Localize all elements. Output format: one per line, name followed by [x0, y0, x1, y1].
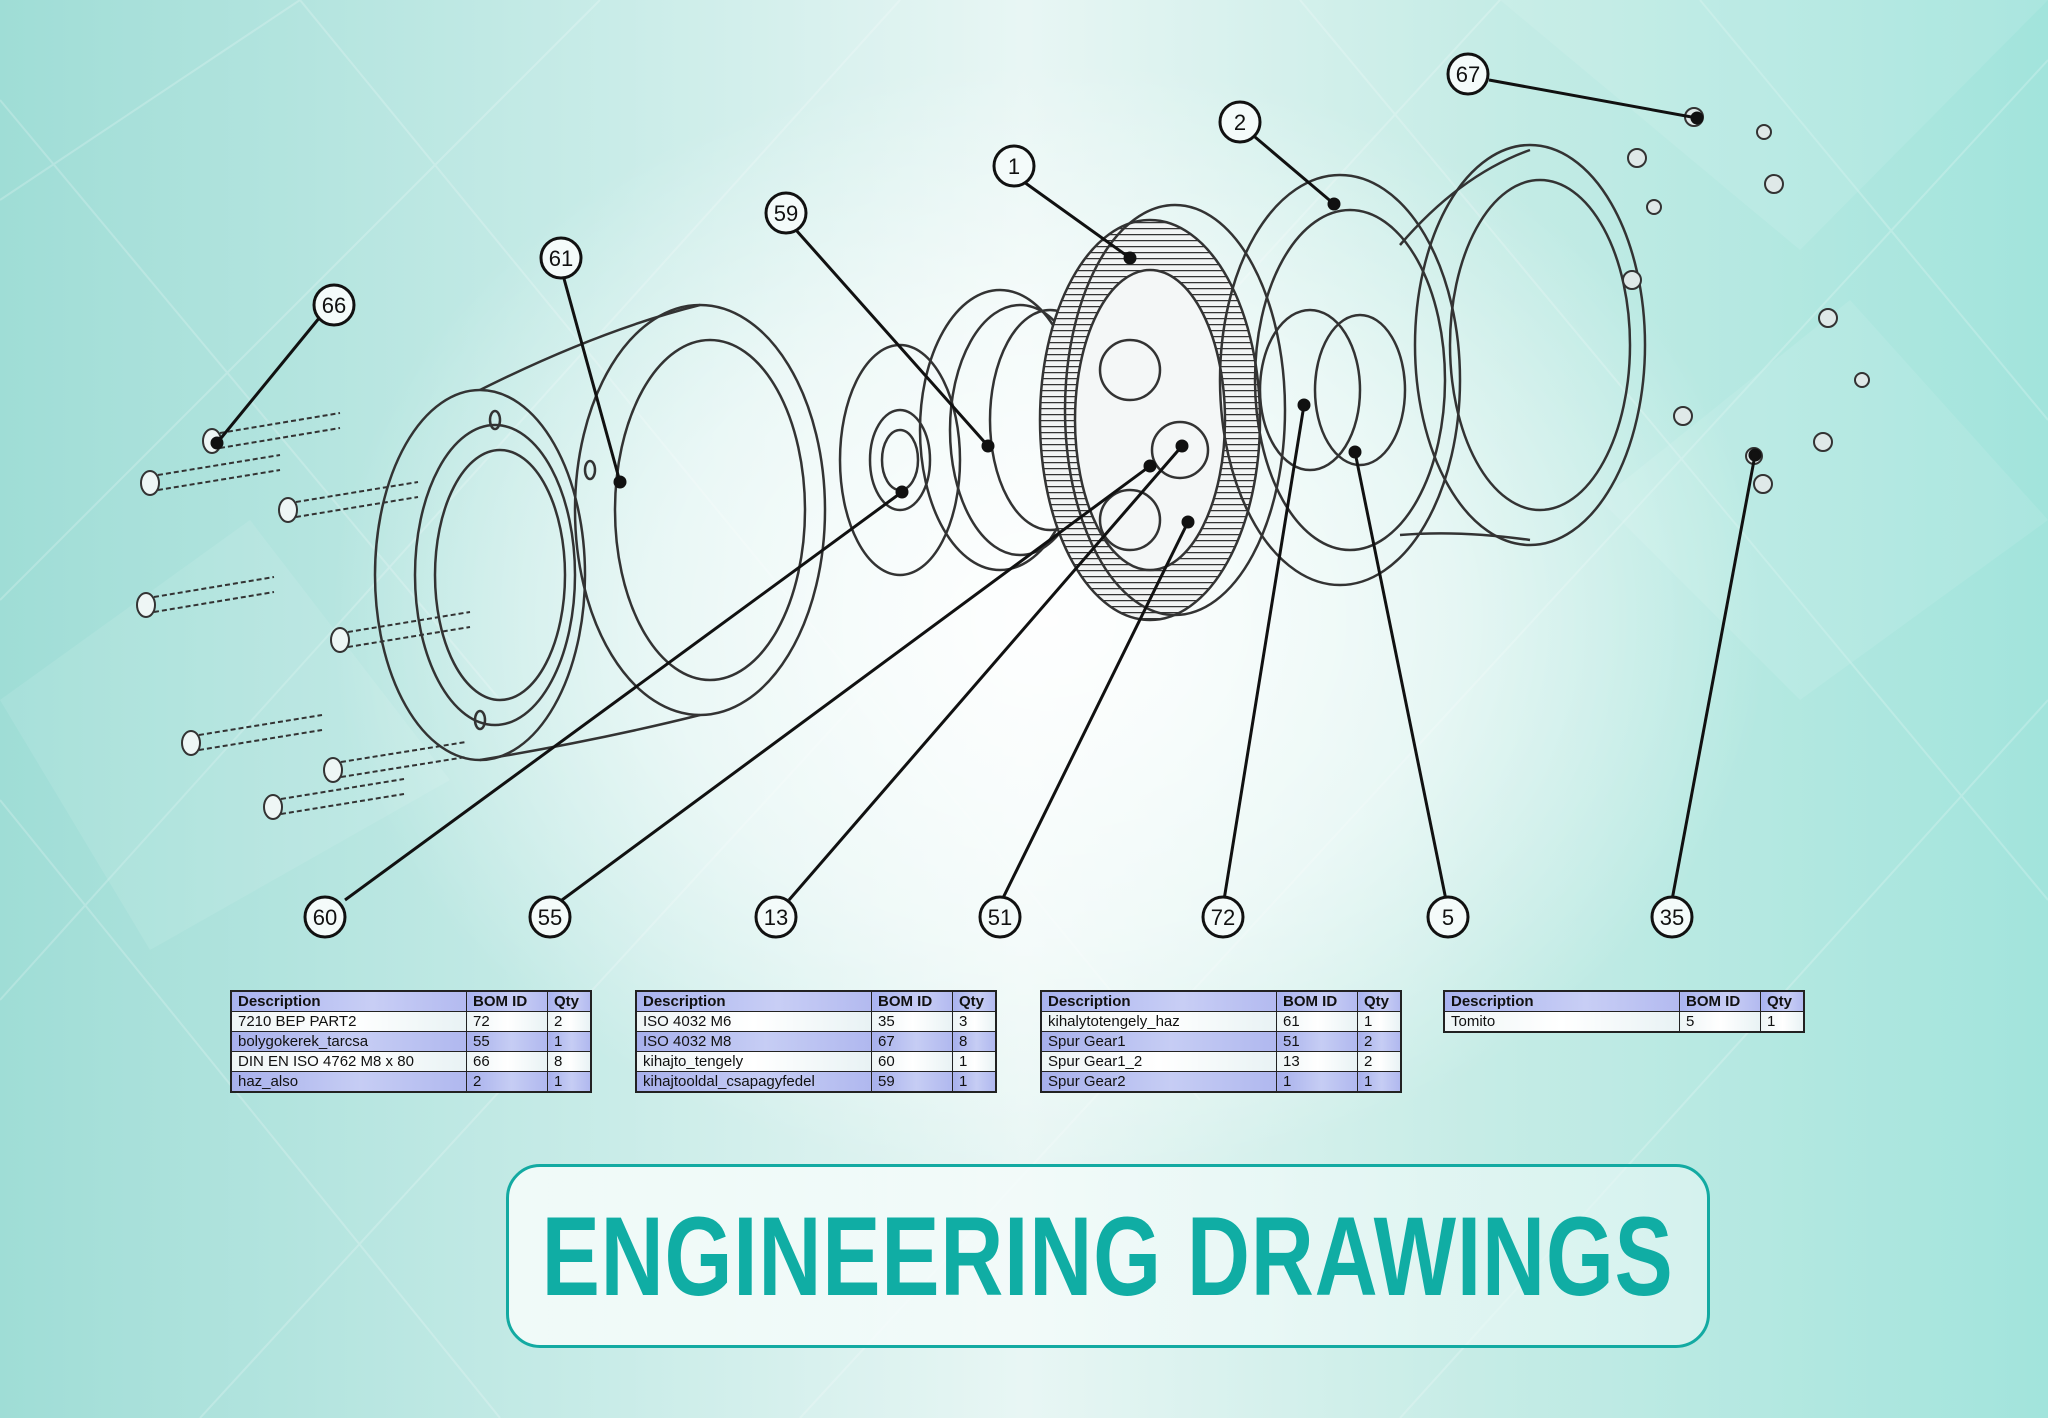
housing-61	[373, 303, 827, 762]
title-banner: ENGINEERING DRAWINGS	[506, 1164, 1710, 1348]
callout-61: 61	[539, 236, 583, 280]
svg-text:66: 66	[322, 293, 346, 318]
svg-text:5: 5	[1442, 905, 1454, 930]
svg-text:2: 2	[1234, 110, 1246, 135]
header-bom-id: BOM ID	[871, 990, 953, 1012]
page-title: ENGINEERING DRAWINGS	[542, 1193, 1674, 1319]
bolt-group-66	[136, 412, 471, 820]
callout-1: 1	[992, 144, 1036, 188]
svg-text:72: 72	[1211, 905, 1235, 930]
callout-2: 2	[1218, 100, 1262, 144]
svg-text:60: 60	[313, 905, 337, 930]
header-qty: Qty	[547, 990, 592, 1012]
callout-60: 60	[303, 895, 347, 939]
svg-text:59: 59	[774, 201, 798, 226]
svg-text:13: 13	[764, 905, 788, 930]
leader-lines	[210, 78, 1762, 902]
svg-text:61: 61	[549, 246, 573, 271]
housing-2	[1218, 143, 1647, 587]
header-description: Description	[635, 990, 872, 1012]
callout-51: 51	[978, 895, 1022, 939]
svg-text:1: 1	[1008, 154, 1020, 179]
callout-59: 59	[764, 191, 808, 235]
callout-72: 72	[1201, 895, 1245, 939]
header-bom-id: BOM ID	[1276, 990, 1358, 1012]
callout-5: 5	[1426, 895, 1470, 939]
ring-gear-1	[1038, 203, 1287, 622]
svg-text:51: 51	[988, 905, 1012, 930]
header-description: Description	[230, 990, 467, 1012]
header-description: Description	[1040, 990, 1277, 1012]
callout-67: 67	[1446, 52, 1490, 96]
header-qty: Qty	[1760, 990, 1805, 1012]
header-bom-id: BOM ID	[466, 990, 548, 1012]
header-description: Description	[1443, 990, 1680, 1012]
header-qty: Qty	[952, 990, 997, 1012]
header-qty: Qty	[1357, 990, 1402, 1012]
svg-text:67: 67	[1456, 62, 1480, 87]
exploded-assembly-drawing: 66 61 59 1 2 67 60 55 13 51 72 5 35	[136, 52, 1870, 939]
nut-group	[1622, 107, 1870, 494]
svg-text:35: 35	[1660, 905, 1684, 930]
callout-66: 66	[312, 283, 356, 327]
callout-55: 55	[528, 895, 572, 939]
callout-35: 35	[1650, 895, 1694, 939]
callout-13: 13	[754, 895, 798, 939]
svg-text:55: 55	[538, 905, 562, 930]
header-bom-id: BOM ID	[1679, 990, 1761, 1012]
